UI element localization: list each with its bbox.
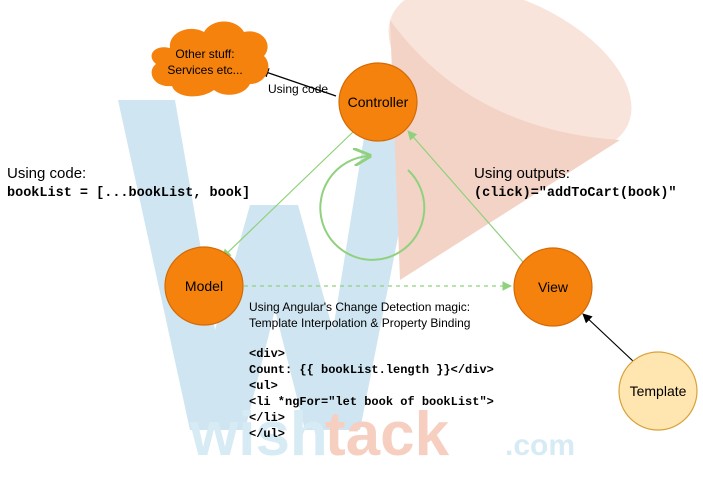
other-stuff-cloud: Other stuff: Services etc... — [151, 21, 269, 97]
node-model-label: Model — [185, 278, 223, 294]
code-line: <div> — [249, 347, 285, 361]
annotation-using-outputs-snippet: (click)="addToCart(book)" — [474, 186, 677, 201]
node-model: Model — [164, 246, 244, 326]
code-line: </ul> — [249, 427, 285, 441]
edge-view-to-controller — [407, 130, 524, 263]
node-controller-label: Controller — [348, 94, 409, 110]
change-cycle-arrow — [319, 156, 426, 261]
watermark-wordmark-wish: wish — [189, 400, 328, 469]
annotation-using-outputs-title: Using outputs: — [474, 165, 570, 182]
edge-controller-to-other-stuff — [259, 68, 337, 97]
code-line: <li *ngFor="let book of bookList"> — [249, 395, 494, 409]
node-controller: Controller — [338, 62, 418, 142]
node-model-circle — [164, 246, 244, 326]
annotation-using-code-snippet: bookList = [...bookList, book] — [7, 186, 250, 201]
annotation-using-outputs: Using outputs: (click)="addToCart(book)" — [474, 165, 677, 201]
code-line: <ul> — [249, 379, 278, 393]
node-view-circle — [513, 247, 593, 327]
code-line: </li> — [249, 411, 285, 425]
annotation-using-code-title: Using code: — [7, 165, 86, 182]
node-template: Template — [618, 351, 698, 431]
edge-controller-to-model — [221, 129, 356, 259]
watermark-cone-body — [390, 20, 620, 280]
node-template-label: Template — [630, 383, 687, 399]
change-detection-line-1: Using Angular's Change Detection magic: — [249, 300, 470, 314]
annotation-using-code: Using code: bookList = [...bookList, boo… — [7, 165, 250, 201]
other-stuff-line-2: Services etc... — [167, 63, 242, 77]
edge-label-using-code: Using code — [268, 82, 328, 96]
watermark: wish tack .com — [118, 0, 632, 469]
cloud-shape — [151, 21, 269, 97]
node-view-label: View — [538, 279, 569, 295]
code-line: Count: {{ bookList.length }}</div> — [249, 363, 494, 377]
node-template-circle — [618, 351, 698, 431]
watermark-wordmark-suffix: .com — [505, 429, 575, 462]
annotation-change-detection: Using Angular's Change Detection magic: … — [249, 300, 494, 441]
node-view: View — [513, 247, 593, 327]
watermark-w-letter — [118, 100, 425, 430]
node-controller-circle — [338, 62, 418, 142]
watermark-wordmark-tack: tack — [325, 400, 450, 469]
watermark-cone — [388, 0, 632, 280]
edge-template-to-view — [582, 313, 635, 363]
other-stuff-line-1: Other stuff: — [175, 47, 234, 61]
change-detection-line-2: Template Interpolation & Property Bindin… — [249, 316, 470, 330]
edges — [221, 68, 635, 363]
